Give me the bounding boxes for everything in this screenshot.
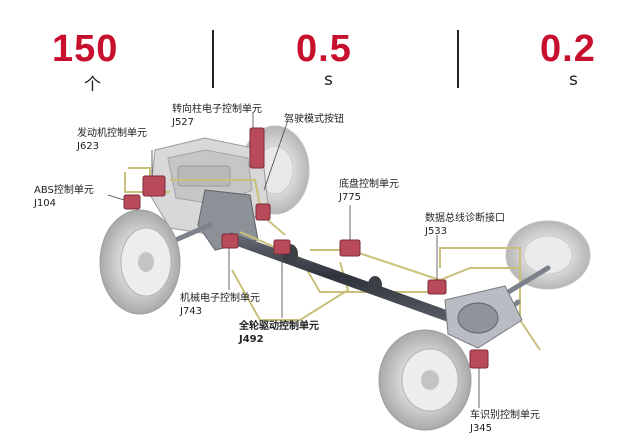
module-j533 [427,279,447,295]
control-modules [123,127,489,369]
label-rear-recognition-control-unit: 车识别控制单元 J345 [470,410,540,434]
label-chassis-control-unit: 底盘控制单元 J775 [339,179,399,203]
front-left-wheel [99,209,181,315]
module-j623 [142,175,166,197]
stat-value-module-count: 150 [52,28,119,70]
rear-right-wheel [378,329,472,431]
module-j527 [249,127,265,169]
callout-lines [107,112,480,408]
module-j345 [469,349,489,369]
label-data-bus-diagnostic-interface: 数据总线诊断接口 J533 [425,213,505,237]
module-j492 [273,239,291,255]
stat-unit-module-count: 个 [84,75,101,95]
stat-value-response-time: 0.5 [296,28,352,70]
label-all-wheel-drive-control-unit: 全轮驱动控制单元 J492 [239,321,319,345]
module-j775 [339,239,361,257]
label-mechatronic-control-unit: 机械电子控制单元 J743 [180,293,260,317]
stat-unit-response-time: s [324,70,333,90]
module-j104 [123,194,141,210]
label-engine-control-unit: 发动机控制单元 J623 [77,128,147,152]
module-j743 [221,233,239,249]
rear-differential [444,285,523,349]
label-steering-column-unit: 转向柱电子控制单元 J527 [172,104,262,128]
module-drive-mode [255,203,271,221]
stat-divider [457,30,459,88]
stat-unit-reaction-time: s [569,70,578,90]
stat-divider [212,30,214,88]
label-drive-mode-button: 驾驶模式按钮 [284,114,344,125]
label-abs-control-unit: ABS控制单元 J104 [34,185,94,209]
stat-value-reaction-time: 0.2 [540,28,596,70]
rear-left-wheel [505,220,591,290]
